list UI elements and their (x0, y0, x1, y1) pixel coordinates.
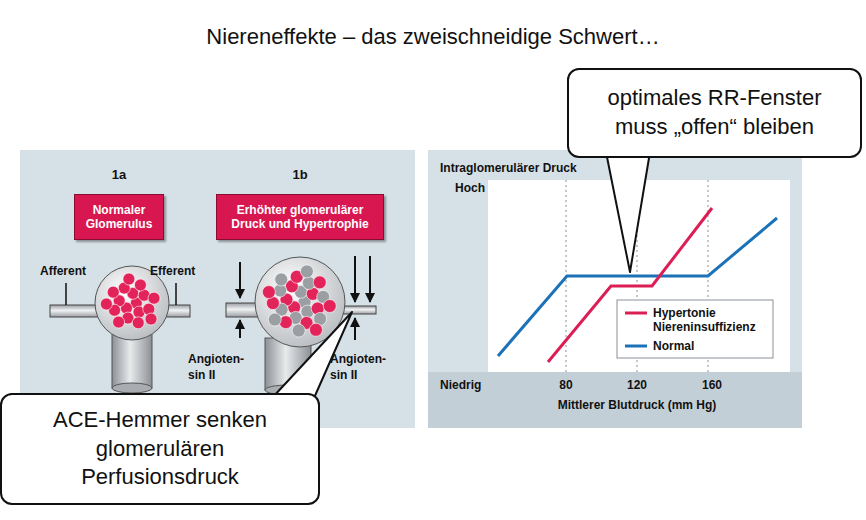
vessel-label: Efferent (150, 264, 220, 280)
callout-bubble: ACE-Hemmer senken glomerulären Perfusion… (0, 393, 320, 505)
legend-entry: Normal (624, 339, 763, 353)
normal-glomerulus (50, 266, 190, 393)
legend-text: Hypertonie Niereninsuffizienz (653, 306, 763, 335)
pressure-arrows (240, 256, 370, 340)
legend-entry: Hypertonie Niereninsuffizienz (624, 306, 763, 335)
vessel-label: Afferent (40, 264, 110, 280)
axis-title: Mittlerer Blutdruck (mm Hg) (527, 398, 747, 414)
title-box: 1aNormaler Glomerulus (74, 194, 164, 240)
tick-label: 120 (619, 378, 655, 394)
slide-title: Niereneffekte – das zweischneidige Schwe… (0, 24, 866, 50)
hormone-label: Angioten- sin II (188, 352, 252, 383)
axis-label: Hoch (455, 181, 495, 197)
legend-text: Normal (653, 339, 763, 353)
axis-label: Niedrig (440, 378, 500, 394)
callout-pointer (606, 152, 650, 272)
box-text: ACE-Hemmer senken glomerulären Perfusion… (44, 406, 276, 492)
panel-number: 1a (75, 167, 163, 183)
callout-bubble: optimales RR-Fenster muss „offen“ bleibe… (567, 68, 862, 158)
tick-label: 160 (694, 378, 730, 394)
legend-swatch (624, 340, 648, 352)
panel (20, 150, 415, 428)
legend-box (617, 300, 773, 358)
panel-number: 1b (217, 167, 383, 183)
tick-label: 80 (552, 378, 580, 394)
panel (428, 150, 802, 428)
axis-title: Intraglomerulärer Druck (440, 161, 640, 177)
box-text: optimales RR-Fenster muss „offen“ bleibe… (595, 84, 835, 141)
axis-band (428, 372, 802, 428)
legend-swatch (624, 307, 648, 319)
box-text: Erhöhter glomerulärer Druck und Hypertro… (223, 203, 377, 232)
box-text: Normaler Glomerulus (81, 203, 157, 232)
title-box: 1bErhöhter glomerulärer Druck und Hypert… (216, 194, 384, 240)
hormone-label: Angioten- sin II (330, 352, 394, 383)
